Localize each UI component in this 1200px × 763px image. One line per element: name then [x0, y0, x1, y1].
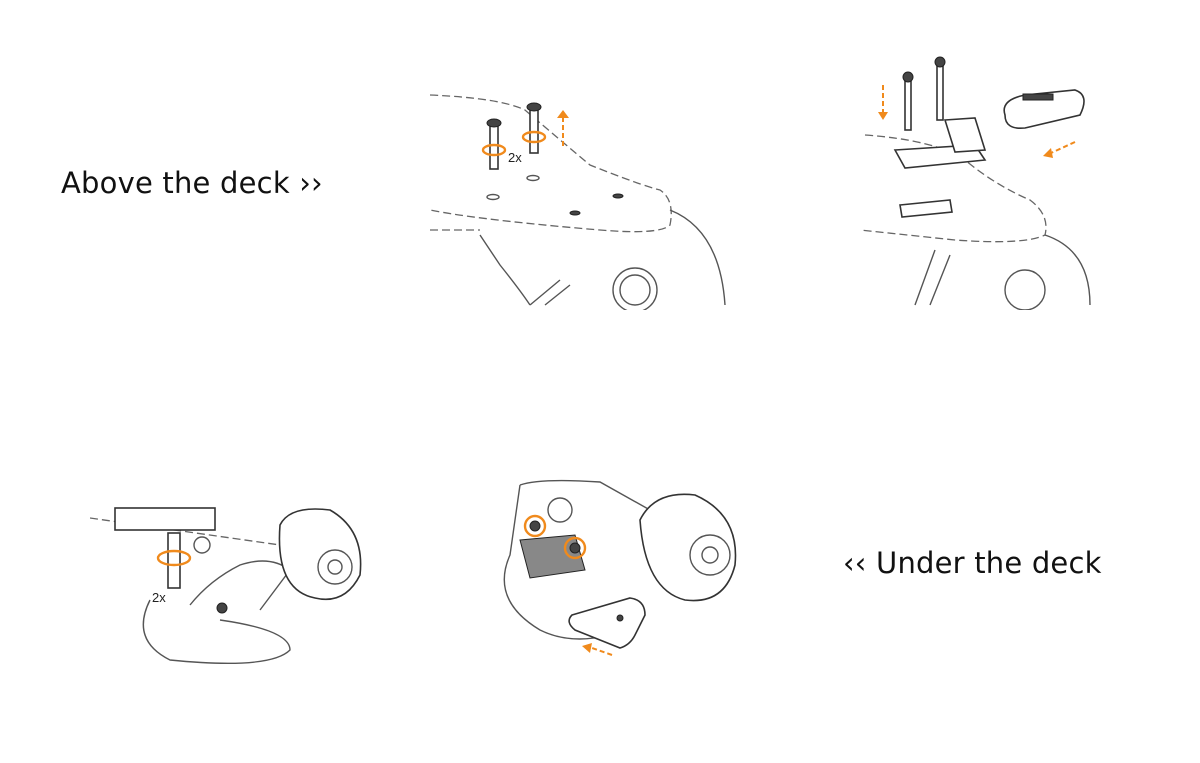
quantity-label: 2x	[508, 150, 522, 165]
left-arrow-icon	[591, 647, 613, 656]
rotate-arrow-icon	[521, 130, 547, 144]
step-tighten-under-deck-illustration: 2x	[90, 470, 370, 670]
mount-clip-icon	[1003, 89, 1085, 130]
step-insert-bolts-illustration	[855, 50, 1095, 310]
rotate-arrow-icon	[481, 143, 507, 157]
mount-clip-icon	[568, 597, 646, 649]
step-attach-under-deck-mount-illustration	[480, 470, 745, 670]
wheel-icon	[278, 508, 362, 600]
under-the-deck-caption: ‹‹ Under the deck	[843, 546, 1102, 580]
wheel-icon	[639, 493, 737, 602]
bolt-icon	[902, 56, 946, 131]
t-tool-icon	[114, 507, 216, 589]
quantity-label: 2x	[152, 590, 166, 605]
rotate-arrow-icon	[156, 549, 192, 567]
rotate-arrow-icon	[563, 536, 587, 560]
above-the-deck-caption: Above the deck ››	[61, 166, 323, 200]
left-arrow-icon	[1050, 141, 1076, 154]
step-remove-screws-illustration: 2x	[420, 90, 740, 310]
rotate-arrow-icon	[523, 514, 547, 538]
